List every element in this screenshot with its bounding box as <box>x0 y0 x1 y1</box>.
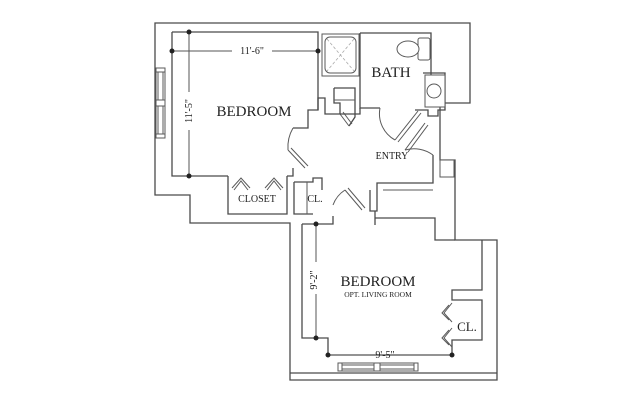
bath-label: BATH <box>371 65 410 81</box>
bedroom-1-door-swing[interactable] <box>287 127 294 151</box>
closet-2-label: CL. <box>307 194 322 205</box>
bedroom-1-label: BEDROOM <box>216 104 291 120</box>
wall-niche <box>439 159 455 178</box>
entry-wall-top <box>317 97 361 115</box>
entry-wall-right <box>369 155 434 212</box>
outer-wall <box>154 22 498 381</box>
bedroom-1-bottom-wall <box>287 168 294 177</box>
closet-1-wall <box>227 176 288 215</box>
bedroom-2-label: BEDROOM <box>340 274 415 290</box>
bedroom-2-door-swing[interactable] <box>332 189 346 206</box>
bedroom-1-left-wall <box>171 32 228 177</box>
closet-1-bifold-right[interactable] <box>264 177 284 191</box>
linen-closet <box>333 87 356 127</box>
bedroom-1-width-dim: 11'-6" <box>240 46 264 57</box>
toilet-bowl <box>396 40 420 58</box>
bedroom-2-wall <box>301 216 483 356</box>
bedroom-1-door[interactable] <box>287 147 309 169</box>
front-door[interactable] <box>404 122 429 153</box>
front-door-swing[interactable] <box>404 148 434 156</box>
bedroom-2-sublabel: OPT. LIVING ROOM <box>344 290 412 299</box>
entry-label: ENTRY <box>376 151 409 162</box>
closet-3-label: CL. <box>457 319 477 334</box>
bedroom-2-height-dim: 9'-2" <box>309 270 320 289</box>
bedroom-2-door[interactable] <box>344 187 366 211</box>
closet-3-bifold-bottom[interactable] <box>441 327 453 348</box>
closet-1-bifold-left[interactable] <box>231 177 251 191</box>
window-bedroom-1 <box>155 67 166 139</box>
bedroom-1-wall <box>172 31 319 129</box>
bath-door[interactable] <box>394 110 422 143</box>
bedroom-2-top-wall <box>375 217 455 241</box>
closet-1-label: CLOSET <box>238 194 276 205</box>
bedroom-1-height-dim: 11'-5" <box>184 99 195 123</box>
toilet-tank <box>417 37 431 61</box>
closet-3-bifold-top[interactable] <box>441 302 453 323</box>
bedroom-2-width-dim: 9'-5" <box>375 350 394 361</box>
bath-door-swing[interactable] <box>378 107 396 141</box>
sink-basin <box>426 83 442 99</box>
window-bedroom-2 <box>337 362 419 372</box>
